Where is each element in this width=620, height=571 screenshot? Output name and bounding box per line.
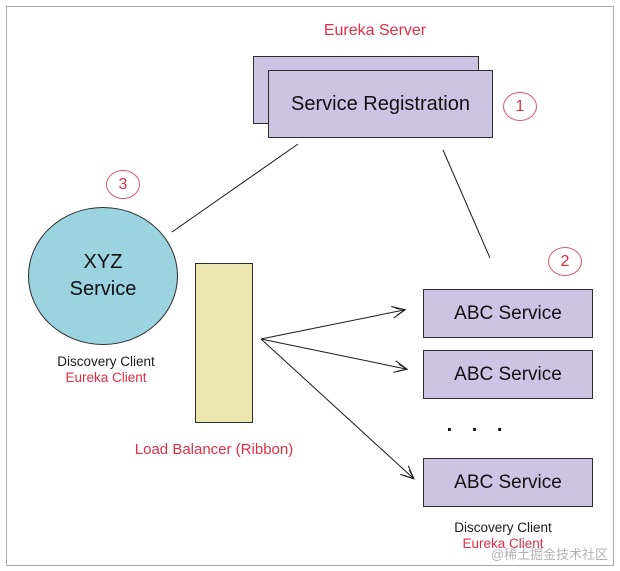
consumer-eureka-client-label: Eureka Client [65,369,147,385]
provider-eureka-client-label: Eureka Client [462,535,544,551]
image-border [6,6,614,566]
abc-service-label-2: ABC Service [454,363,562,385]
load-balancer-rect [195,263,253,423]
step-badge-1: 1 [503,92,537,121]
diagram-title: Eureka Server [323,22,427,39]
abc-service-box-3: ABC Service [423,458,593,507]
step-badge-1-number: 1 [515,97,525,115]
xyz-service-name-line1: XYZ [83,251,123,273]
step-badge-3: 3 [106,170,140,199]
abc-service-label-3: ABC Service [454,471,562,493]
juejin-watermark: @稀土掘金技术社区 [490,547,608,562]
step-badge-2-number: 2 [560,252,570,270]
xyz-service-name-line2: Service [69,278,137,300]
service-registration-label: Service Registration [291,92,470,115]
abc-service-box-1: ABC Service [423,289,593,338]
xyz-service-circle: XYZ Service [28,207,178,345]
provider-discovery-client-label: Discovery Client [454,519,552,535]
service-registration-box: Service Registration [268,70,493,138]
abc-service-label-1: ABC Service [454,302,562,324]
consumer-discovery-client-label: Discovery Client [57,353,155,369]
load-balancer-label: Load Balancer (Ribbon) [134,440,294,458]
ellipsis-more-instances: . . . [446,413,510,436]
abc-service-box-2: ABC Service [423,350,593,399]
step-badge-2: 2 [548,247,582,276]
step-badge-3-number: 3 [118,175,128,193]
